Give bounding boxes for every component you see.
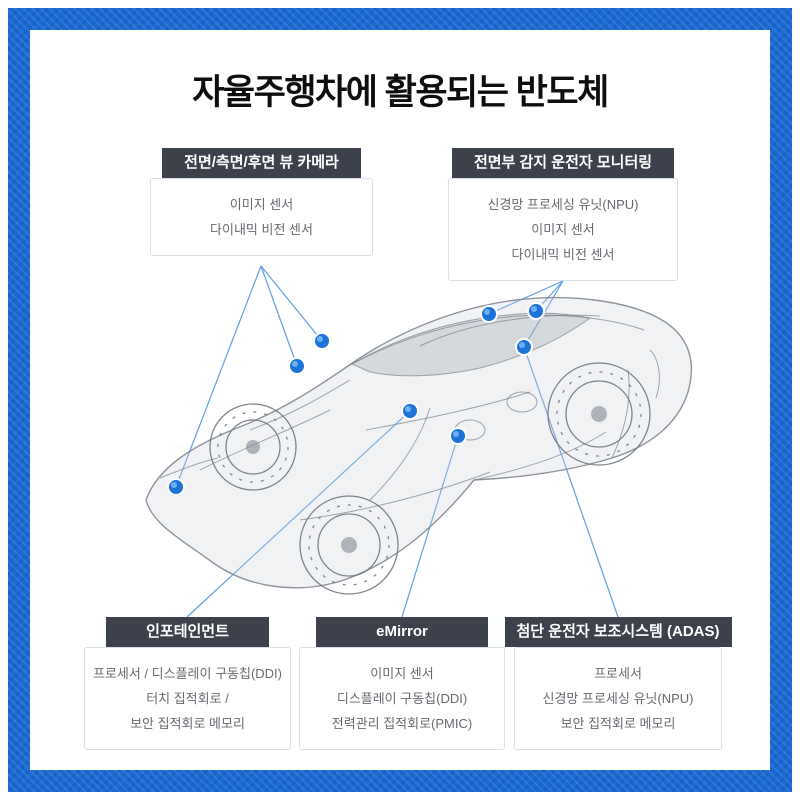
callout-infotainment-header: 인포테인먼트	[106, 617, 269, 647]
callout-line: 디스플레이 구동칩(DDI)	[336, 691, 468, 706]
callout-line: 다이내믹 비전 센서	[511, 247, 615, 262]
callout-line: 다이내믹 비전 센서	[210, 222, 313, 237]
callout-emirror: eMirror 이미지 센서 디스플레이 구동칩(DDI) 전력관리 집적회로(…	[299, 617, 505, 750]
callout-monitoring: 전면부 감지 운전자 모니터링 신경망 프로세싱 유닛(NPU) 이미지 센서 …	[448, 148, 678, 281]
callout-line: 신경망 프로세싱 유닛(NPU)	[487, 197, 639, 212]
callout-line: 이미지 센서	[229, 197, 294, 212]
callout-infotainment: 인포테인먼트 프로세서 / 디스플레이 구동칩(DDI) 터치 집적회로 / 보…	[84, 617, 291, 750]
callout-monitoring-header: 전면부 감지 운전자 모니터링	[451, 148, 675, 178]
callout-adas-header: 첨단 운전자 보조시스템 (ADAS)	[504, 617, 732, 647]
callout-line: 프로세서	[594, 666, 642, 681]
callout-line: 보안 집적회로 메모리	[560, 716, 676, 731]
callout-adas: 첨단 운전자 보조시스템 (ADAS) 프로세서 신경망 프로세싱 유닛(NPU…	[504, 617, 732, 750]
callout-infotainment-body: 프로세서 / 디스플레이 구동칩(DDI) 터치 집적회로 / 보안 집적회로 …	[84, 647, 291, 750]
callout-monitoring-body: 신경망 프로세싱 유닛(NPU) 이미지 센서 다이내믹 비전 센서	[448, 178, 678, 281]
callout-line: 터치 집적회로 /	[146, 691, 229, 706]
callout-emirror-body: 이미지 센서 디스플레이 구동칩(DDI) 전력관리 집적회로(PMIC)	[299, 647, 505, 750]
page-title: 자율주행차에 활용되는 반도체	[192, 73, 609, 112]
callout-line: 신경망 프로세싱 유닛(NPU)	[542, 691, 694, 706]
callout-line: 이미지 센서	[370, 666, 434, 681]
callout-camera-header: 전면/측면/후면 뷰 카메라	[162, 148, 361, 178]
callout-line: 이미지 센서	[531, 222, 595, 237]
callout-camera: 전면/측면/후면 뷰 카메라 이미지 센서 다이내믹 비전 센서	[150, 148, 373, 256]
callout-line: 전력관리 집적회로(PMIC)	[331, 716, 473, 731]
callout-adas-body: 프로세서 신경망 프로세싱 유닛(NPU) 보안 집적회로 메모리	[514, 647, 722, 750]
callout-emirror-header: eMirror	[316, 617, 488, 647]
callout-line: 프로세서 / 디스플레이 구동칩(DDI)	[92, 666, 282, 681]
callout-line: 보안 집적회로 메모리	[130, 716, 245, 731]
callout-camera-body: 이미지 센서 다이내믹 비전 센서	[150, 178, 373, 256]
